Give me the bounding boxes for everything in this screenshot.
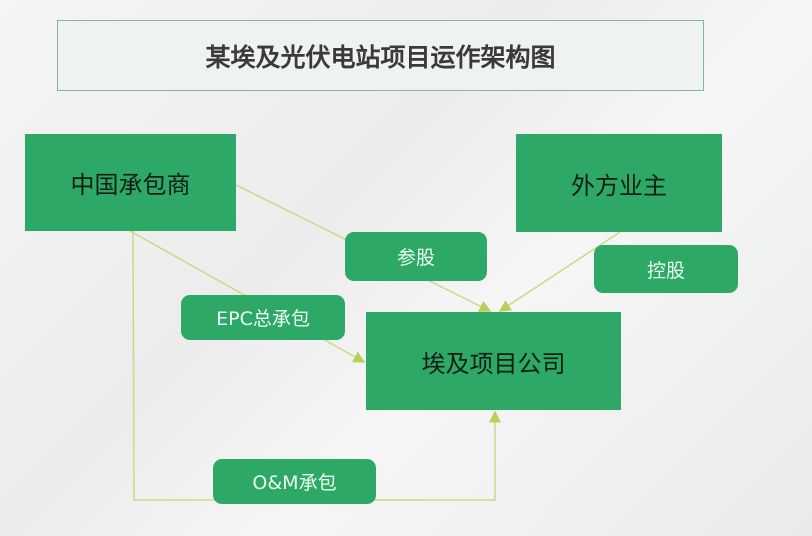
label-control: 控股 bbox=[594, 245, 738, 293]
node-foreign-owner: 外方业主 bbox=[516, 134, 722, 232]
node-china-contractor: 中国承包商 bbox=[25, 134, 236, 231]
page-title: 某埃及光伏电站项目运作架构图 bbox=[57, 20, 704, 91]
label-epc: EPC总承包 bbox=[181, 295, 345, 340]
label-equity: 参股 bbox=[345, 232, 487, 281]
node-egypt-company: 埃及项目公司 bbox=[366, 312, 621, 410]
label-om: O&M承包 bbox=[213, 459, 376, 504]
